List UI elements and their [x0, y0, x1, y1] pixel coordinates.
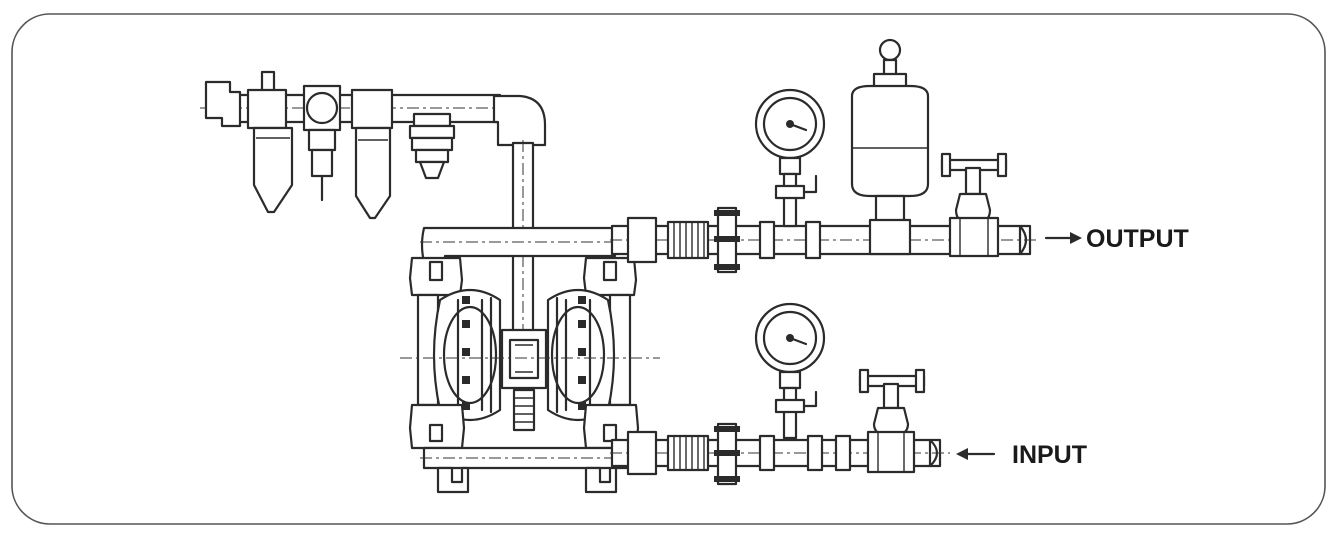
output-gate-valve — [940, 152, 1008, 258]
input-label: INPUT — [1012, 441, 1087, 469]
output-pressure-gauge — [754, 88, 826, 228]
air-muffler — [408, 112, 456, 180]
input-pressure-gauge — [754, 302, 826, 440]
air-regulator — [302, 84, 342, 202]
air-lubricator — [350, 88, 394, 220]
diaphragm-pump — [400, 226, 660, 494]
output-arrow — [1044, 232, 1082, 244]
air-inlet-coupling — [204, 80, 242, 128]
input-arrow — [956, 448, 996, 460]
diagram-border — [11, 13, 1326, 525]
input-gate-valve — [858, 368, 926, 474]
input-piping: INPUT — [610, 302, 1087, 486]
output-label: OUTPUT — [1086, 225, 1189, 253]
air-filter — [246, 70, 294, 214]
air-supply-line — [200, 70, 547, 420]
pulsation-dampener — [850, 38, 930, 256]
output-piping: OUTPUT — [610, 38, 1189, 274]
